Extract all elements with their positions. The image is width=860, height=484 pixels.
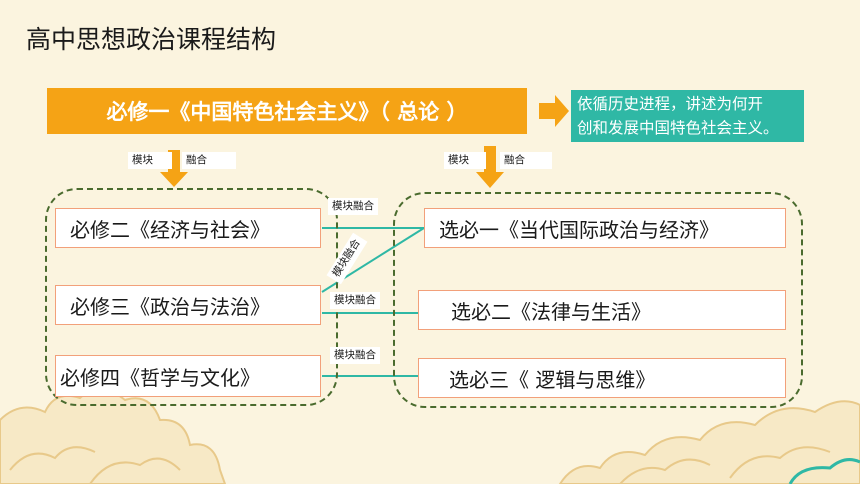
link-tag-4: 模块融合 (330, 347, 380, 364)
note-line-1: 依循历史进程，讲述为何开 (577, 95, 764, 113)
top-tag-left-word2: 融合 (182, 152, 236, 169)
note-box: 依循历史进程，讲述为何开 创和发展中国特色社会主义。 (571, 90, 804, 142)
main-course-box: 必修一《中国特色社会主义》（ 总论 ） (47, 88, 527, 134)
elective-course-2: 选必二《法律与生活》 (418, 290, 786, 330)
cloud-decoration-left (0, 388, 227, 484)
elective-group (393, 192, 803, 408)
link-tag-3: 模块融合 (330, 292, 380, 309)
required-course-3: 必修三《政治与法治》 (55, 285, 321, 325)
cloud-decoration-right (558, 400, 860, 484)
page-title: 高中思想政治课程结构 (26, 25, 277, 54)
top-tag-right-word2: 融合 (500, 152, 552, 169)
note-line-2: 创和发展中国特色社会主义。 (577, 119, 779, 137)
top-tag-left-word1: 模块 (128, 152, 172, 169)
link-tag-1: 模块融合 (328, 198, 378, 215)
top-tag-right-word1: 模块 (444, 152, 486, 169)
elective-course-3: 选必三《 逻辑与思维》 (418, 358, 786, 398)
required-course-4: 必修四《哲学与文化》 (55, 355, 321, 397)
required-course-2: 必修二《经济与社会》 (55, 208, 321, 248)
down-arrow-icon-right (476, 146, 504, 188)
down-arrow-icon-left (160, 150, 188, 187)
elective-course-1: 选必一《当代国际政治与经济》 (424, 208, 786, 248)
right-arrow-icon (539, 95, 569, 127)
